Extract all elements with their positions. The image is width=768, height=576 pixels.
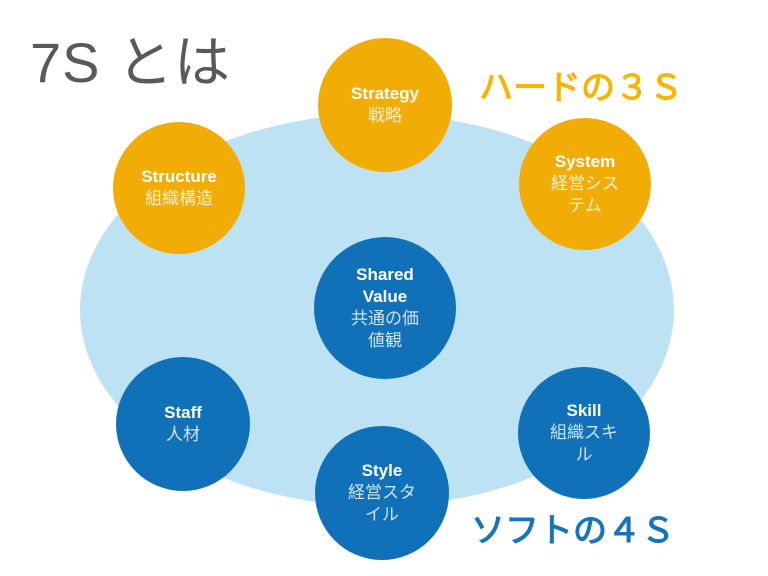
circle-skill-label-en: Skill [566, 401, 602, 420]
circle-structure: Structure 組織構造 [113, 122, 245, 254]
circle-shared-value: Shared Value 共通の価値観 [314, 237, 456, 379]
circle-shared-value-label-en: Shared Value [356, 265, 414, 306]
circle-system-text: System 経営システム [546, 151, 624, 217]
hard-3s-heading: ハードの３Ｓ [479, 69, 683, 107]
circle-skill: Skill 組織スキル [518, 367, 650, 499]
circle-shared-value-text: Shared Value 共通の価値観 [346, 264, 424, 352]
circle-structure-label-ja: 組織構造 [145, 189, 213, 208]
soft-4s-heading: ソフトの４Ｓ [471, 512, 675, 550]
circle-strategy: Strategy 戦略 [318, 38, 452, 172]
circle-staff-label-ja: 人材 [166, 425, 200, 444]
circle-system: System 経営システム [519, 118, 651, 250]
circle-structure-label-en: Structure [141, 167, 217, 186]
circle-style-label-en: Style [361, 461, 403, 480]
circle-skill-text: Skill 組織スキル [545, 400, 623, 466]
page-title: 7S とは [30, 31, 232, 94]
circle-strategy-label-en: Strategy [350, 84, 420, 103]
circle-staff-label-en: Staff [164, 403, 202, 422]
circle-strategy-text: Strategy 戦略 [346, 83, 424, 127]
circle-structure-text: Structure 組織構造 [140, 166, 218, 210]
circle-system-label-en: System [554, 152, 616, 171]
circle-style: Style 経営スタイル [315, 426, 449, 560]
circle-style-label-ja: 経営スタイル [348, 483, 416, 524]
circle-system-label-ja: 経営システム [551, 174, 619, 215]
circle-staff: Staff 人材 [116, 357, 250, 491]
circle-skill-label-ja: 組織スキル [550, 423, 618, 464]
circle-staff-text: Staff 人材 [144, 402, 222, 446]
circle-style-text: Style 経営スタイル [343, 460, 421, 526]
circle-shared-value-label-ja: 共通の価値観 [351, 309, 419, 350]
circle-strategy-label-ja: 戦略 [368, 106, 402, 125]
